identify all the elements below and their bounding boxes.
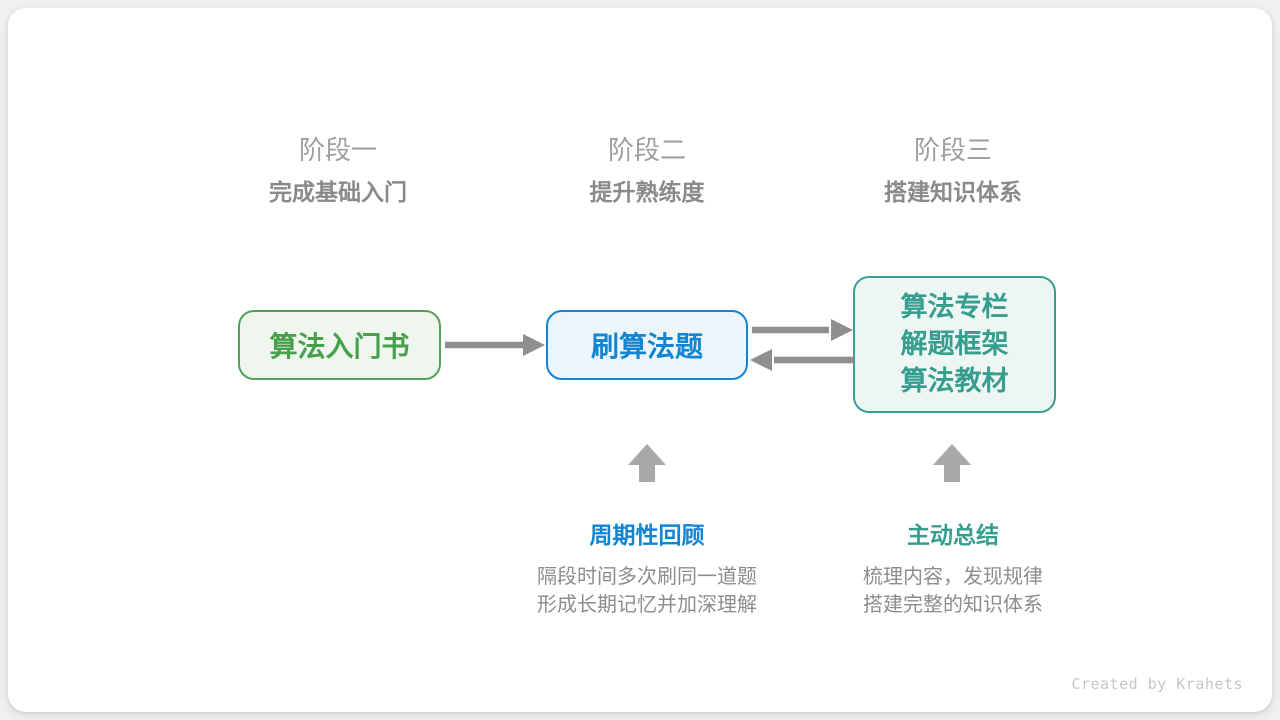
annotation-summary-desc: 梳理内容，发现规律 搭建完整的知识体系 xyxy=(773,563,1133,619)
stage-1-header: 阶段一 完成基础入门 xyxy=(188,133,488,208)
node-resources-line-3: 算法教材 xyxy=(900,366,1009,396)
node-knowledge-resources: 算法专栏 解题框架 算法教材 xyxy=(853,276,1056,413)
arrow-practice-to-resources xyxy=(752,319,853,341)
node-intro-book: 算法入门书 xyxy=(238,310,441,380)
stage-3-subtitle: 搭建知识体系 xyxy=(884,179,1022,205)
annotation-review-desc-line-2: 形成长期记忆并加深理解 xyxy=(537,594,757,616)
stage-3-header: 阶段三 搭建知识体系 xyxy=(803,133,1103,208)
arrow-resources-to-practice xyxy=(750,349,854,371)
block-up-arrow-review xyxy=(628,444,666,482)
stage-2-header: 阶段二 提升熟练度 xyxy=(497,133,797,208)
node-resources-line-2: 解题框架 xyxy=(900,329,1009,359)
node-practice-problems: 刷算法题 xyxy=(546,310,748,380)
stage-2-label: 阶段二 xyxy=(607,135,686,165)
stage-2-subtitle: 提升熟练度 xyxy=(589,179,705,205)
annotation-summary-desc-line-1: 梳理内容，发现规律 xyxy=(863,566,1043,588)
credit-text: Created by Krahets xyxy=(1071,675,1243,693)
annotation-review-desc: 隔段时间多次刷同一道题 形成长期记忆并加深理解 xyxy=(467,563,827,619)
annotation-summary-title: 主动总结 xyxy=(907,522,999,548)
annotation-review-title: 周期性回顾 xyxy=(589,522,705,548)
annotation-review-desc-line-1: 隔段时间多次刷同一道题 xyxy=(537,566,757,588)
node-resources-line-1: 算法专栏 xyxy=(900,292,1009,322)
stage-1-label: 阶段一 xyxy=(298,135,377,165)
annotation-summary-desc-line-2: 搭建完整的知识体系 xyxy=(863,594,1043,616)
stage-1-subtitle: 完成基础入门 xyxy=(269,179,407,205)
node-practice-problems-label: 刷算法题 xyxy=(590,331,703,362)
arrow-intro-to-practice xyxy=(445,334,545,356)
node-intro-book-label: 算法入门书 xyxy=(269,331,410,362)
stage-3-label: 阶段三 xyxy=(913,135,992,165)
diagram-card: 阶段一 完成基础入门 阶段二 提升熟练度 阶段三 搭建知识体系 算法入门书 刷算… xyxy=(8,8,1272,712)
block-up-arrow-summary xyxy=(933,444,971,482)
